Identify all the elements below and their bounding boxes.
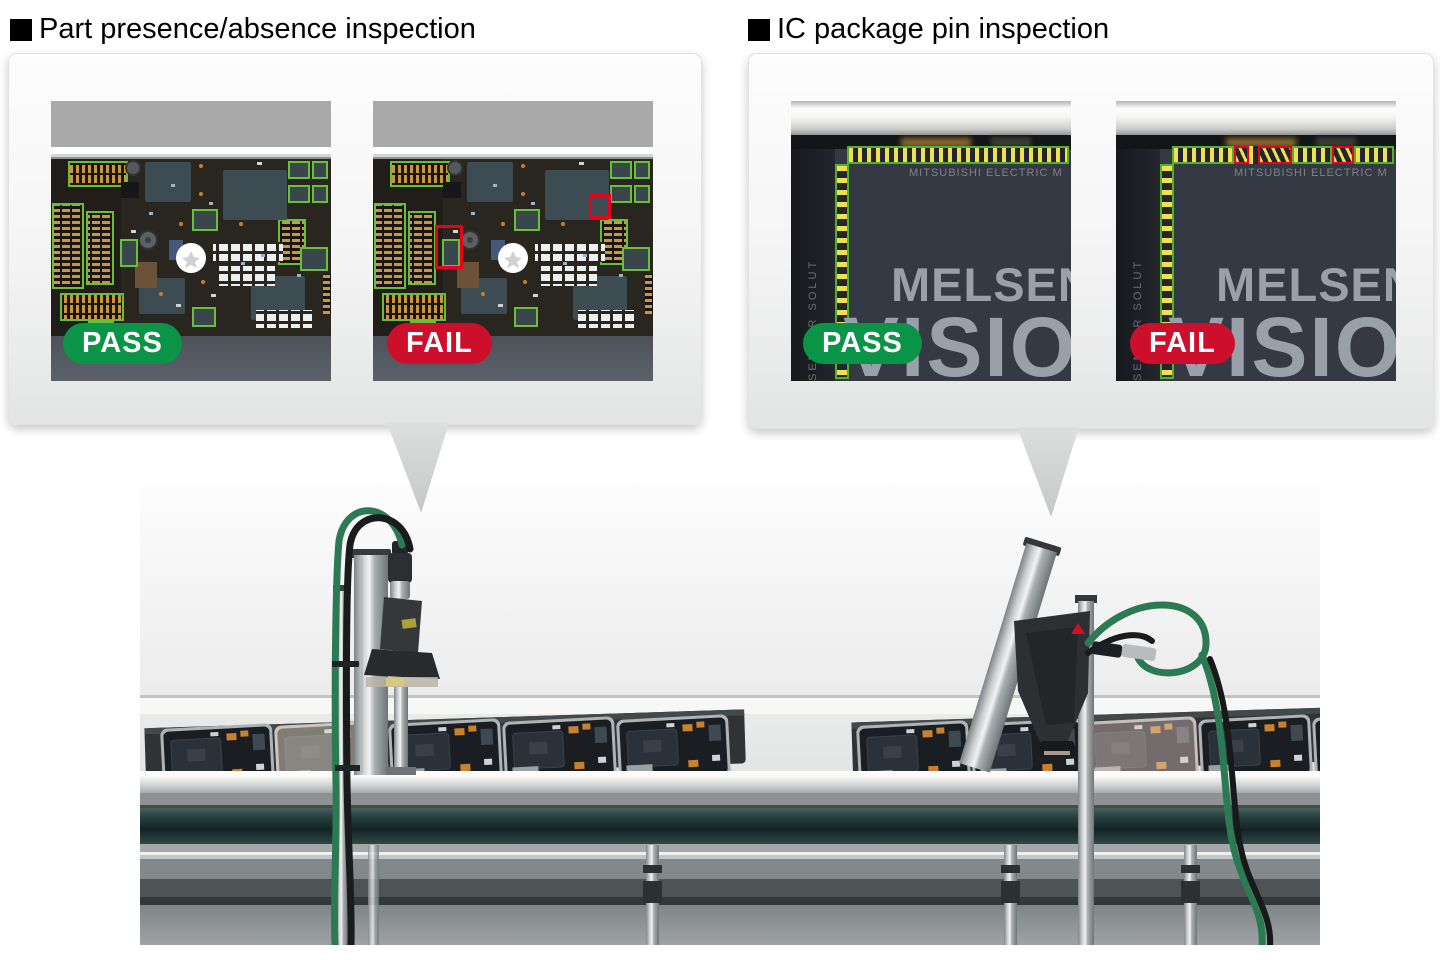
board-edge-band [373,147,653,154]
production-line-render [140,483,1428,949]
pins-ok-box [1354,146,1394,164]
pcb-pass-image: PASS [51,101,331,381]
ic-maker-text: MITSUBISHI ELECTRIC M [909,167,1063,179]
blurred-components-band [1116,135,1396,149]
pin-row-ok-box [847,146,1069,164]
section-title-text: Part presence/absence inspection [39,13,476,45]
section-title-part-inspection: Part presence/absence inspection [10,13,476,46]
pcb-photo-graphic [51,154,331,336]
green-cable-down [1198,651,1266,949]
ring-light [364,649,440,679]
pass-badge: PASS [63,323,182,364]
pins-ok-box [1172,146,1234,164]
pins [1249,146,1258,164]
left-camera-station [330,507,440,949]
fail-badge: FAIL [1130,323,1235,364]
green-cable-loop [1084,601,1210,677]
fail-badge: FAIL [387,323,492,364]
blurred-components-band [791,135,1071,149]
production-line-photo [140,483,1428,949]
square-bullet-icon [748,18,770,41]
machine-edge-band [1116,101,1396,135]
section-title-ic-pin-inspection: IC package pin inspection [748,13,1109,46]
black-cable-down [1207,656,1274,948]
conveyor-edge-band [373,101,653,147]
ic-maker-text: MITSUBISHI ELECTRIC M [1234,167,1388,179]
machine-edge-band [791,101,1071,135]
missing-part-marker [589,194,611,219]
m12-connector [1091,641,1123,658]
pass-badge: PASS [803,323,922,364]
square-bullet-icon [10,18,32,41]
part-inspection-panel: PASS FAIL [8,53,702,513]
pcb-photo-graphic [373,154,653,336]
section-title-text: IC package pin inspection [777,13,1110,45]
pcb-fail-image: FAIL [373,101,653,381]
board-edge-band [51,147,331,154]
bent-pin-ng-box [1332,146,1354,164]
lens-mount-ring [390,581,410,599]
pins-ok-box [1292,146,1332,164]
conveyor-front-structure [140,771,1320,945]
tray-group-right [855,711,1428,789]
sensor-lens [1040,741,1074,753]
bent-pin-ng-box [1258,146,1292,164]
green-cable [330,507,406,949]
pin-row-with-defects [1172,146,1394,164]
ic-pin-inspection-panel: MITSUBISHI ELECTRIC M MELSEN VISIO SENSO… [748,53,1434,517]
m12-connector [1121,644,1157,661]
illuminated-tray-overlay [1084,716,1199,784]
ic-fail-image: MITSUBISHI ELECTRIC M MELSEN VISIO SENSO… [1116,101,1396,381]
bent-pin-ng-box [1234,146,1249,164]
ic-brand-text: MELSEN [891,258,1071,311]
camera-body [380,597,422,653]
conveyor-edge-band [51,101,331,147]
right-sensor-station [959,537,1274,949]
ic-brand-text: MELSEN [1216,258,1396,311]
missing-part-marker [435,225,463,269]
black-cable [342,514,414,949]
mitsubishi-logo-mark [1071,623,1085,634]
ic-pass-image: MITSUBISHI ELECTRIC M MELSEN VISIO SENSO… [791,101,1071,381]
